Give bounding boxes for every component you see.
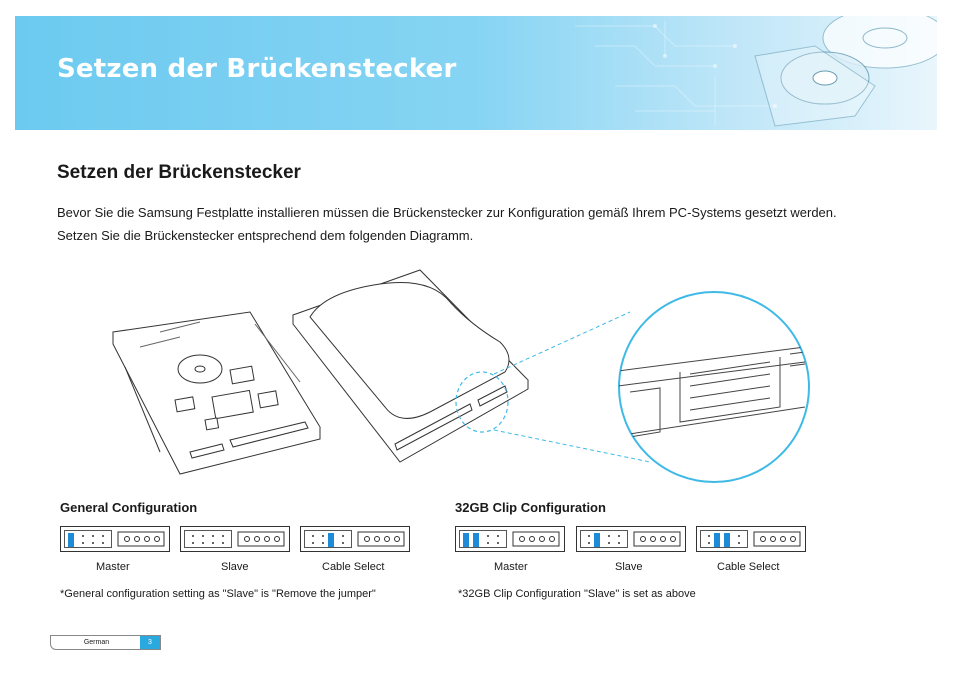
clip-config-title: 32GB Clip Configuration (455, 500, 606, 515)
clip-master-jumper (455, 526, 565, 552)
intro-paragraph: Bevor Sie die Samsung Festplatte install… (57, 201, 917, 247)
general-cable-select-jumper (300, 526, 410, 552)
magnified-connector (618, 291, 810, 483)
general-cable-select-label: Cable Select (322, 561, 385, 573)
banner-circuit-art (575, 16, 937, 127)
power-connector-icon (753, 531, 801, 547)
power-connector-icon (117, 531, 165, 547)
hdd-bottom-view (112, 311, 321, 475)
clip-config-note: *32GB Clip Configuration "Slave" is set … (458, 588, 696, 600)
header-banner: Setzen der Brückenstecker (15, 16, 937, 130)
power-connector-icon (633, 531, 681, 547)
power-connector-icon (512, 531, 560, 547)
clip-slave-jumper (576, 526, 686, 552)
intro-line-1: Bevor Sie die Samsung Festplatte install… (57, 205, 837, 220)
general-config-note: *General configuration setting as "Slave… (60, 588, 376, 600)
general-config-title: General Configuration (60, 500, 198, 515)
clip-cable-select-label: Cable Select (717, 561, 780, 573)
section-title: Setzen der Brückenstecker (57, 162, 301, 183)
general-master-label: Master (96, 561, 130, 573)
page-number: 3 (140, 636, 160, 649)
banner-title: Setzen der Brückenstecker (57, 54, 457, 84)
hdd-top-view (292, 269, 529, 463)
power-connector-icon (237, 531, 285, 547)
clip-slave-label: Slave (615, 561, 643, 573)
hdd-diagram (112, 269, 810, 483)
general-slave-label: Slave (221, 561, 249, 573)
page-footer: German 3 (50, 635, 161, 650)
clip-cable-select-jumper (696, 526, 806, 552)
power-connector-icon (357, 531, 405, 547)
intro-line-2: Setzen Sie die Brückenstecker entspreche… (57, 228, 474, 243)
general-slave-jumper (180, 526, 290, 552)
general-master-jumper (60, 526, 170, 552)
clip-master-label: Master (494, 561, 528, 573)
connector-highlight (455, 371, 509, 433)
footer-language: German (83, 639, 110, 646)
